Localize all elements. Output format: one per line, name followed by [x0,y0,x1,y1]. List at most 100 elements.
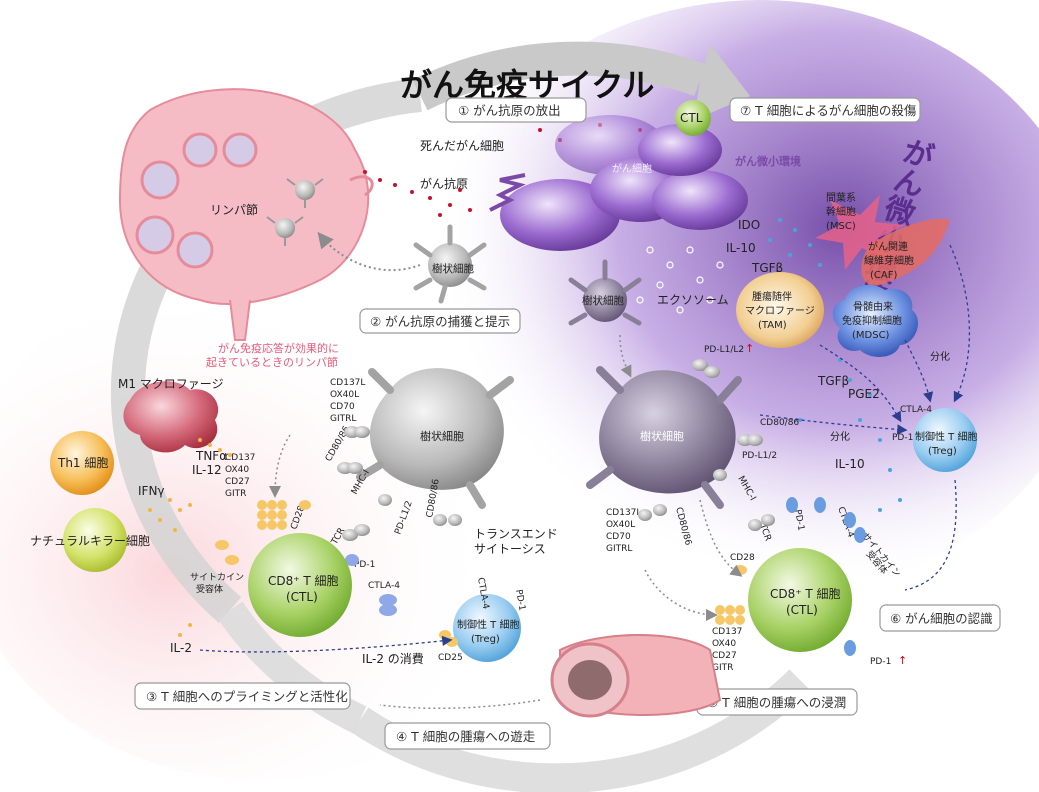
ctla4-left-label: CTLA-4 [368,581,400,591]
il2-label: IL-2 [170,641,192,655]
svg-text:CD137L: CD137L [330,378,365,388]
cytokine-receptor-left-line1: サイトカイン [190,572,244,583]
svg-text:GITR: GITR [712,663,733,673]
th1-label: Th1 細胞 [57,456,108,470]
dendritic-mid-label: 樹状細胞 [582,294,624,307]
mdsc-line2: 免疫抑制細胞 [842,314,902,327]
treg-left-line2: (Treg) [471,634,500,645]
tam-line2: マクロファージ [745,305,815,317]
svg-text:OX40: OX40 [225,465,249,475]
svg-text:④ T 細胞の腫瘍への遊走: ④ T 細胞の腫瘍への遊走 [396,729,536,744]
cd28-right-label: CD28 [730,553,755,563]
dendritic-top-label: 樹状細胞 [432,262,474,275]
pdl12-top-up-arrow: ↑ [745,342,754,355]
cd25-label: CD25 [438,653,463,663]
svg-text:⑥ がん細胞の認識: ⑥ がん細胞の認識 [890,611,993,626]
il2-consumption-label: IL-2 の消費 [362,651,424,666]
costim-left-t: CD137 OX40 CD27 GITR [225,453,255,499]
tam-line1: 腫瘍随伴 [752,290,792,303]
dendritic-left-label: 樹状細胞 [420,429,464,443]
svg-text:CD27: CD27 [712,651,737,661]
dendritic-cell-mid [568,259,642,326]
pd1-right-b-label: PD-1 [870,657,891,667]
ctl-top-cell: CTL [675,100,711,136]
m1-label: M1 マクロファージ [118,377,224,391]
mdsc-line3: (MDSC) [852,330,890,341]
cytokine-dots [148,438,232,637]
pd1-treg-left-label: PD-1 [513,589,527,612]
treg-right-line2: (Treg) [928,446,957,457]
receptors-left-blue [345,554,397,616]
cytokine-receptor-left-line2: 受容体 [196,583,223,595]
svg-text:CD27: CD27 [225,477,250,487]
pd1-left-label: PD-1 [354,560,375,570]
msc-line3: (MSC) [826,221,856,232]
msc-line1: 間葉系 [826,191,856,204]
receptors-left [337,426,462,541]
dendritic-right-label: 樹状細胞 [640,429,684,443]
caf-line2: 線維芽細胞 [864,254,914,267]
caf-cell [861,218,950,286]
svg-text:GITRL: GITRL [330,414,356,424]
svg-text:⑤ T 細胞の腫瘍への浸潤: ⑤ T 細胞の腫瘍への浸潤 [707,695,846,710]
nk-cell [63,508,127,572]
cancer-antigen-label: がん抗原 [420,176,468,191]
effective-note-line2: 起きているときのリンパ節 [206,355,338,369]
treg-left-line1: 制御性 T 細胞 [457,618,519,631]
ctl-left-line2: (CTL) [286,590,318,604]
transendocytosis-line2: サイトーシス [474,542,546,556]
dendritic-cell-capture [413,224,487,304]
ido-label: IDO [738,218,760,232]
lymph-dendritic-cells [266,178,324,246]
treg-right-line1: 制御性 T 細胞 [915,430,977,443]
tme-small-label: がん微小環境 [735,154,801,168]
dendritic-cell-left [356,368,514,509]
blood-vessel [550,634,722,718]
svg-text:OX40L: OX40L [330,390,359,400]
svg-text:CD137L: CD137L [606,508,641,518]
dendritic-cell-right [586,366,742,509]
cancer-cell-label: がん細胞 [612,162,652,175]
transendocytosis-line1: トランスエンド [474,527,558,541]
svg-text:⑦ T 細胞によるがん細胞の殺傷: ⑦ T 細胞によるがん細胞の殺傷 [740,103,917,118]
svg-text:CTL: CTL [680,111,703,125]
lymph-node [118,88,374,341]
exosome-dots [636,246,724,314]
svg-text:③ T 細胞へのプライミングと活性化: ③ T 細胞へのプライミングと活性化 [146,689,348,704]
svg-text:① がん抗原の放出: ① がん抗原の放出 [458,103,561,118]
pge2-label: PGE2 [848,387,880,401]
differentiation-label-1: 分化 [930,350,950,363]
ctl-right-line2: (CTL) [786,603,818,617]
ifng-label: IFNγ [138,484,165,498]
svg-text:CD70: CD70 [330,402,355,412]
pd1-right-a-label: PD-1 [792,509,806,532]
th1-cell [50,431,114,495]
step-2-box: ② がん抗原の捕獲と提示 [359,308,521,334]
il10-mid-label: IL-10 [835,457,865,471]
treg-arrows [759,244,971,591]
step-5-box: ⑤ T 細胞の腫瘍への浸潤 [696,688,858,716]
costim-right-t: CD137 OX40 CD27 GITR [712,627,742,673]
tam-cell [736,272,824,348]
exosome-label: エクソソーム [657,293,729,307]
costim-right-dc: CD137L OX40L CD70 GITRL [606,508,641,554]
receptors-right-blue [786,497,866,656]
svg-text:GITR: GITR [225,489,246,499]
tgfb-top-label: TGFβ [751,261,783,275]
pd1-right-up-arrow: ↑ [898,654,907,667]
receptors-right [638,359,775,531]
svg-text:② がん抗原の捕獲と提示: ② がん抗原の捕獲と提示 [370,314,510,329]
nk-label: ナチュラルキラー細胞 [30,534,150,548]
svg-text:CD70: CD70 [606,532,631,542]
ctl-left-line1: CD8⁺ T 細胞 [268,574,339,588]
dead-cancer-cell-label: 死んだがん細胞 [420,138,504,153]
svg-text:CD137: CD137 [225,453,255,463]
mdsc-line1: 骨髄由来 [853,300,893,313]
msc-line2: 幹細胞 [826,205,856,218]
step-1-box: ① がん抗原の放出 [445,97,587,123]
m1-macrophage-cell [123,381,219,453]
step-6-box: ⑥ がん細胞の認識 [879,604,1001,632]
flow-arrows [269,334,743,710]
receptors-left-yellow [215,500,311,565]
